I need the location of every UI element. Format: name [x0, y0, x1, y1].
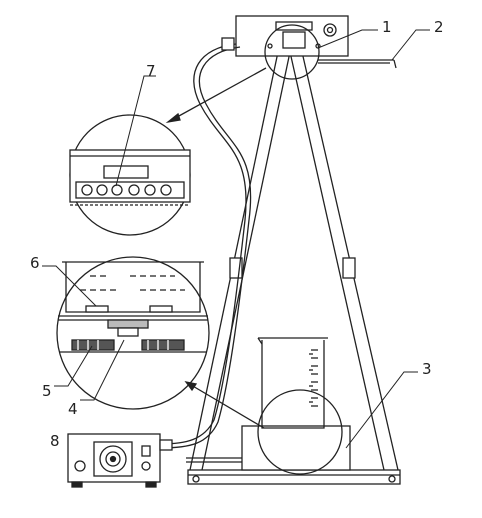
detail-view-display: [69, 114, 191, 236]
signal-cable-outer: [159, 46, 252, 449]
leader-arrowhead-bottom: [184, 381, 198, 392]
callout-label-4: 4: [68, 400, 78, 418]
leader-4: [80, 339, 125, 401]
detail-view-sensor: [56, 256, 210, 410]
callout-label-1: 1: [382, 18, 392, 36]
callout-label-7: 7: [146, 62, 156, 80]
detail-ring-bottom: [257, 389, 343, 475]
leader-3: [345, 371, 418, 449]
leader-1: [317, 29, 378, 49]
base-platform: [187, 469, 401, 485]
leader-6: [42, 265, 97, 307]
callout-label-5: 5: [42, 382, 52, 400]
callout-label-2: 2: [434, 18, 444, 36]
callout-label-3: 3: [422, 360, 432, 378]
support-arm: [318, 59, 397, 69]
detail-ring-top: [264, 24, 320, 80]
leader-arrowhead: [165, 112, 181, 124]
detail-leader-top: [167, 67, 267, 123]
detail-leader-bottom: [185, 381, 265, 429]
leader-7: [115, 75, 156, 187]
stirrer-base: [186, 425, 351, 471]
callout-label-8: 8: [50, 432, 60, 450]
signal-cable: [159, 43, 247, 445]
controller-box: [67, 433, 173, 488]
top-control-box: [235, 15, 349, 57]
cable-connector: [221, 37, 235, 51]
leader-5: [54, 345, 93, 387]
leader-2: [391, 29, 430, 61]
callout-leaders: [42, 29, 430, 449]
callout-label-6: 6: [30, 254, 40, 272]
leg-clamp-right: [342, 257, 356, 279]
beaker: [257, 337, 328, 429]
